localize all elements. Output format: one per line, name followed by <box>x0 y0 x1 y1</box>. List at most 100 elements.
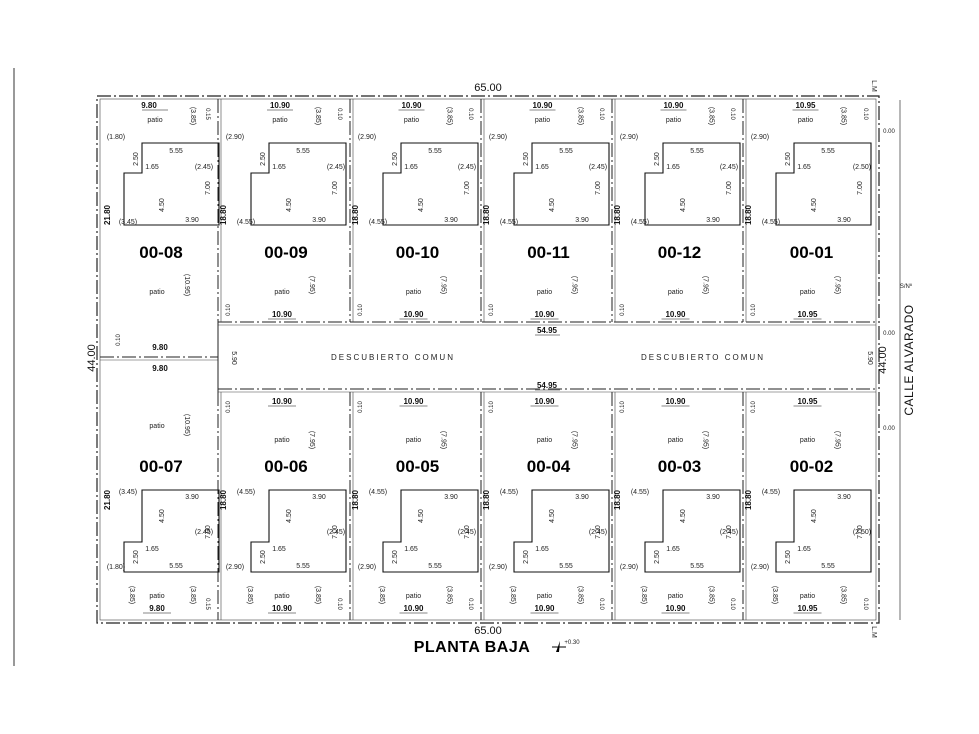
house-footprint <box>644 142 741 226</box>
house-front: 3.90 <box>837 217 851 224</box>
patio-width: (3.85) <box>189 107 196 125</box>
house-footprint <box>250 142 347 226</box>
patio-label: patio <box>666 117 681 124</box>
unit-code: 00-07 <box>139 457 182 476</box>
house-inner-height: 4.50 <box>159 509 166 523</box>
back-setback: 0.10 <box>358 304 364 316</box>
house-width: 5.55 <box>821 148 835 155</box>
patio-back-dim: (7.95) <box>834 431 841 449</box>
lot-00-09: 10.90patio(3.85)0.105.551.652.504.507.00… <box>219 101 347 320</box>
patio-back-dim: (7.95) <box>440 431 447 449</box>
house-footprint <box>250 489 347 573</box>
lot-front-dim: 10.90 <box>663 101 684 110</box>
lot-depth: 18.80 <box>219 204 228 225</box>
house-depth: 7.00 <box>857 525 864 539</box>
side-b-dim: (4.55) <box>237 489 255 496</box>
house-footprint <box>123 142 220 226</box>
unit-code: 00-04 <box>527 457 571 476</box>
patio-label: patio <box>800 289 815 296</box>
house-footprint <box>382 142 479 226</box>
patio-label: patio <box>274 289 289 296</box>
house-width: 5.55 <box>690 563 704 570</box>
setback-dim: 0.10 <box>729 108 735 120</box>
house-inner-height: 4.50 <box>811 509 818 523</box>
patio-back-dim: (7.95) <box>440 276 447 294</box>
side-c-dim: (2.45) <box>195 164 213 171</box>
house-notch-height: 2.50 <box>785 152 792 166</box>
unit-code: 00-10 <box>396 243 439 262</box>
house-notch-height: 2.50 <box>523 152 530 166</box>
house-width: 5.55 <box>296 563 310 570</box>
patio-label: patio <box>406 593 421 600</box>
house-width: 5.55 <box>690 148 704 155</box>
house-notch: 1.65 <box>797 546 811 553</box>
house-depth: 7.00 <box>857 181 864 195</box>
patio-label: patio <box>404 117 419 124</box>
house-notch: 1.65 <box>666 546 680 553</box>
side-c-dim: (2.45) <box>720 164 738 171</box>
patio-label: patio <box>149 289 164 296</box>
side-b-dim: (4.55) <box>762 489 780 496</box>
house-notch: 1.65 <box>145 164 159 171</box>
back-setback: 0.10 <box>467 598 473 610</box>
patio-width: (3.85) <box>314 107 321 125</box>
side-a-dim: (1.80) <box>107 134 125 141</box>
patio-width: (3.85) <box>708 586 715 604</box>
lot-front-dim: 9.80 <box>152 343 168 352</box>
house-notch: 1.65 <box>535 546 549 553</box>
overall-width-top: 65.00 <box>474 82 502 94</box>
back-front-dim: 10.90 <box>534 310 555 319</box>
side-a-dim: (1.80) <box>107 564 125 571</box>
patio-width: (3.85) <box>577 107 584 125</box>
lot-front-dim: 10.90 <box>532 101 553 110</box>
back-setback: 0.10 <box>751 304 757 316</box>
lot-depth: 18.80 <box>219 489 228 510</box>
house-front: 3.90 <box>706 494 720 501</box>
setback-dim: 0.10 <box>336 108 342 120</box>
side-a-dim: (2.90) <box>358 564 376 571</box>
patio-label: patio <box>537 437 552 444</box>
back-front-dim: 10.90 <box>665 604 686 613</box>
lot-boundary-inner <box>99 98 877 621</box>
front-setback: 0.10 <box>226 401 232 413</box>
front-setback: 0.10 <box>751 401 757 413</box>
patio-width: (3.85) <box>446 586 453 604</box>
patio-back-dim: (7.95) <box>308 431 315 449</box>
side-b-dim: (4.55) <box>631 489 649 496</box>
unit-code: 00-11 <box>527 243 570 262</box>
lot-front-dim: 10.95 <box>797 397 818 406</box>
setback-dim: 0.10 <box>598 108 604 120</box>
house-footprint <box>513 142 610 226</box>
house-notch-height: 2.50 <box>133 152 140 166</box>
house-notch: 1.65 <box>145 546 159 553</box>
street-number: S/Nº <box>900 283 913 290</box>
lot-depth: 18.80 <box>482 204 491 225</box>
lot-front-dim: 10.95 <box>795 101 816 110</box>
patio-width-left: (3.85) <box>128 586 135 604</box>
house-depth: 7.00 <box>726 525 733 539</box>
back-front-dim: 10.90 <box>272 310 293 319</box>
house-footprint <box>513 489 610 573</box>
front-setback: 0.10 <box>358 401 364 413</box>
lot-00-06: 10.900.10patio(7.95)00-063.904.507.001.6… <box>219 397 347 614</box>
setback-dim: 0.10 <box>862 108 868 120</box>
setback-dim: 0.10 <box>116 334 122 346</box>
lot-depth: 18.80 <box>744 489 753 510</box>
unit-code: 00-08 <box>139 243 182 262</box>
unit-code: 00-02 <box>790 457 833 476</box>
lot-front-dim: 10.90 <box>403 397 424 406</box>
side-c-dim: (2.45) <box>589 164 607 171</box>
house-footprint <box>644 489 741 573</box>
patio-width: (3.85) <box>840 107 847 125</box>
back-setback: 0.10 <box>489 304 495 316</box>
patio-width: (3.85) <box>840 586 847 604</box>
unit-walls <box>217 99 747 620</box>
lot-00-12: 10.90patio(3.85)0.105.551.652.504.507.00… <box>613 101 741 320</box>
house-front: 3.90 <box>575 494 589 501</box>
house-inner-height: 4.50 <box>549 509 556 523</box>
patio-back-dim: (7.95) <box>702 276 709 294</box>
house-depth: 7.00 <box>332 525 339 539</box>
side-a-dim: (2.90) <box>620 564 638 571</box>
setback-dim: 0.15 <box>204 108 210 120</box>
side-a-dim: (2.90) <box>751 564 769 571</box>
